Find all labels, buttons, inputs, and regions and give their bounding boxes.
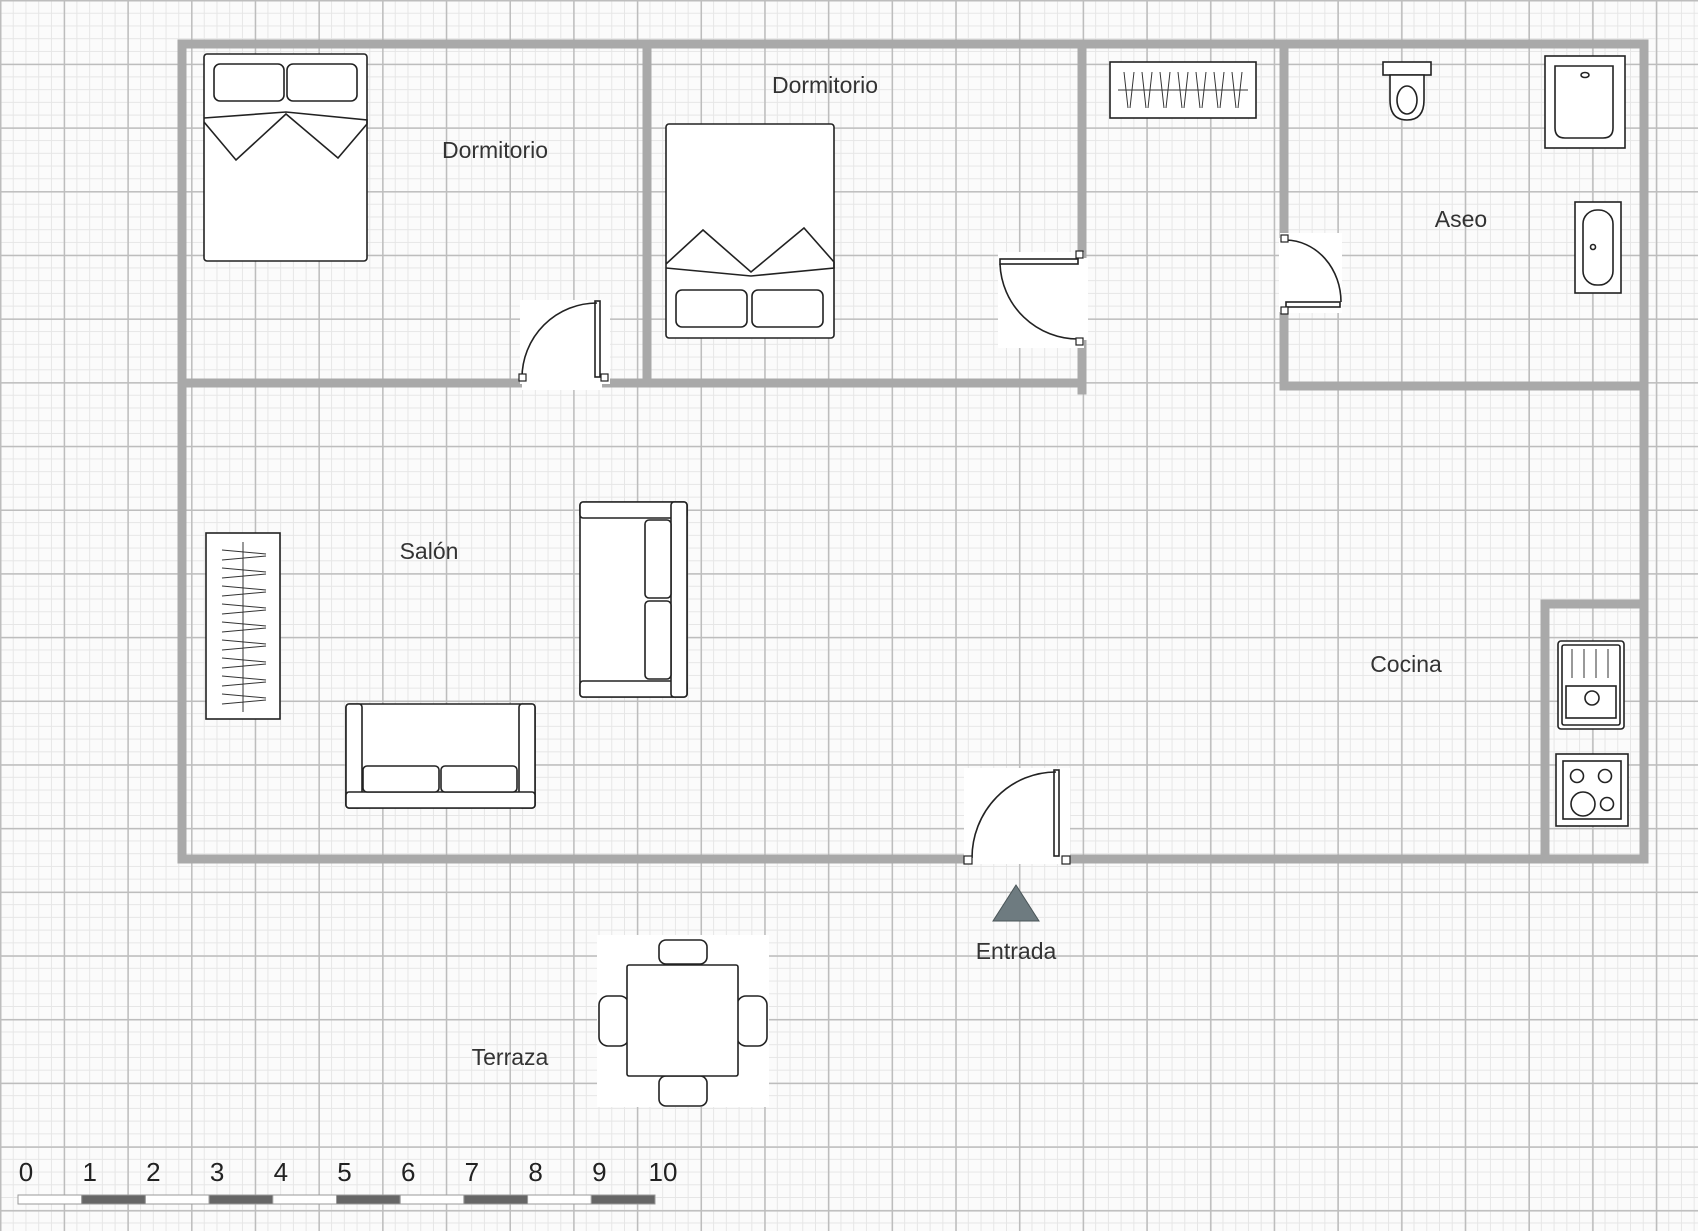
stove bbox=[1555, 753, 1629, 827]
exterior-wall bbox=[177, 39, 1649, 864]
scale-label: 8 bbox=[528, 1157, 542, 1187]
label-dormitorio-2: Dormitorio bbox=[772, 72, 878, 98]
entrance-arrow-icon bbox=[992, 884, 1040, 922]
sofa-horizontal bbox=[345, 703, 536, 809]
scale-segment bbox=[336, 1194, 401, 1205]
scale-segment bbox=[17, 1194, 83, 1205]
dining-table bbox=[597, 935, 769, 1107]
label-aseo: Aseo bbox=[1435, 206, 1487, 232]
door-aseo[interactable] bbox=[1279, 233, 1342, 315]
toilet bbox=[1382, 61, 1432, 121]
scale-segment bbox=[527, 1194, 592, 1205]
scale-label: 5 bbox=[337, 1157, 351, 1187]
double-bed-1 bbox=[203, 53, 368, 262]
label-salon: Salón bbox=[400, 538, 459, 564]
scale-segment bbox=[399, 1194, 465, 1205]
scale-segment bbox=[81, 1194, 146, 1205]
scale-segment bbox=[208, 1194, 274, 1205]
kitchen-counter-wall bbox=[1540, 599, 1649, 864]
bathtub bbox=[1544, 55, 1626, 149]
door-bedroom-1[interactable] bbox=[518, 300, 610, 390]
label-cocina: Cocina bbox=[1370, 651, 1442, 677]
label-dormitorio-1: Dormitorio bbox=[442, 137, 548, 163]
scale-segment bbox=[272, 1194, 337, 1205]
label-terraza: Terraza bbox=[472, 1044, 549, 1070]
door-entrance[interactable] bbox=[963, 768, 1071, 865]
scale-label: 2 bbox=[146, 1157, 160, 1187]
scale-bar: 0 1 2 3 4 5 6 7 8 9 10 bbox=[17, 1157, 678, 1205]
scale-segment bbox=[590, 1194, 656, 1205]
scale-label: 6 bbox=[401, 1157, 415, 1187]
scale-label: 1 bbox=[82, 1157, 96, 1187]
scale-label: 10 bbox=[649, 1157, 678, 1187]
door-bedroom-2[interactable] bbox=[998, 250, 1088, 348]
double-bed-2 bbox=[665, 123, 835, 339]
scale-segment bbox=[463, 1194, 529, 1205]
scale-segment bbox=[144, 1194, 210, 1205]
scale-label: 9 bbox=[592, 1157, 606, 1187]
sofa-vertical bbox=[579, 501, 688, 698]
scale-label: 4 bbox=[274, 1157, 288, 1187]
sink bbox=[1574, 201, 1622, 294]
wardrobe-top bbox=[1109, 61, 1257, 119]
scale-label: 3 bbox=[210, 1157, 224, 1187]
kitchen-sink bbox=[1557, 640, 1625, 730]
walls bbox=[177, 39, 1649, 864]
scale-label: 0 bbox=[19, 1157, 33, 1187]
scale-label: 7 bbox=[465, 1157, 479, 1187]
wardrobe-salon bbox=[205, 532, 281, 720]
label-entrada: Entrada bbox=[976, 938, 1057, 964]
